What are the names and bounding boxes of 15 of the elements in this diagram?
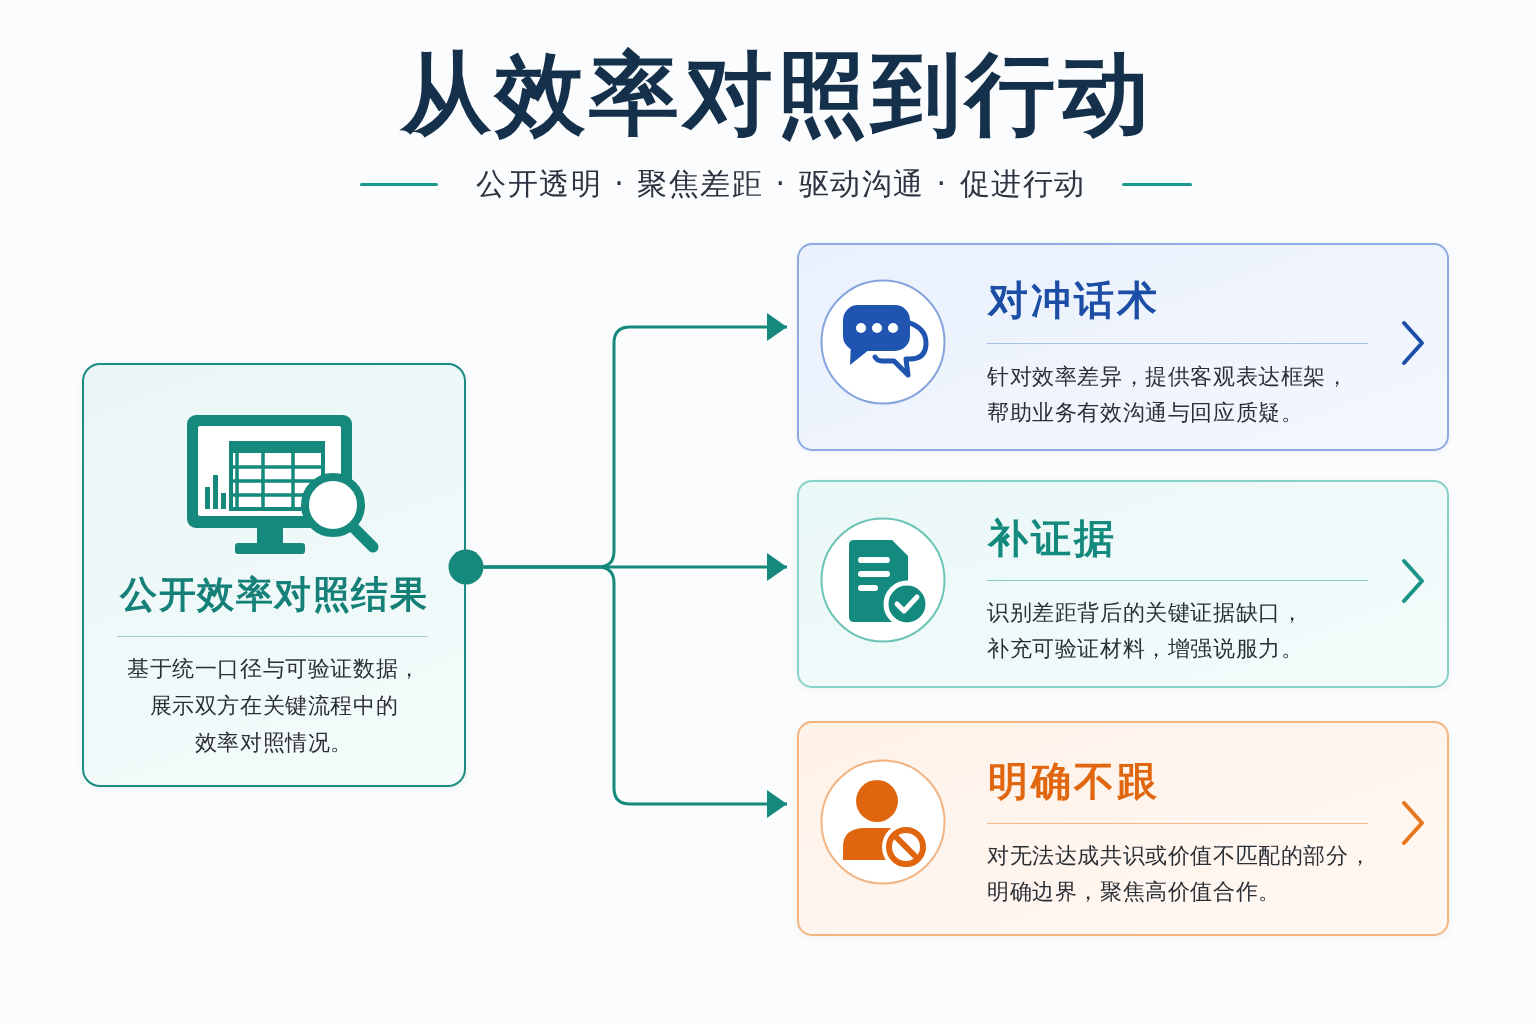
action-card xyxy=(797,480,1449,688)
card-heading: 明确不跟 xyxy=(988,757,1160,806)
card-description: 对无法达成共识或价值不匹配的部分，明确边界，聚焦高价值合作。 xyxy=(987,842,1372,906)
summary-card xyxy=(82,363,466,787)
card-heading: 补证据 xyxy=(988,514,1117,563)
action-card xyxy=(797,243,1449,451)
subtitle: 公开透明 · 聚焦差距 · 驱动沟通 · 促进行动 xyxy=(476,165,1086,203)
card-description: 识别差距背后的关键证据缺口，补充可验证材料，增强说服力。 xyxy=(987,599,1304,663)
action-card xyxy=(797,721,1449,936)
card-heading: 对冲话术 xyxy=(988,276,1160,325)
card-heading: 公开效率对照结果 xyxy=(120,571,428,618)
card-description: 基于统一口径与可验证数据，展示双方在关键流程中的效率对照情况。 xyxy=(127,654,421,757)
card-description: 针对效率差异，提供客观表达框架，帮助业务有效沟通与回应质疑。 xyxy=(987,363,1349,427)
arrow xyxy=(483,565,787,818)
title: 从效率对照到行动 xyxy=(401,42,1153,146)
